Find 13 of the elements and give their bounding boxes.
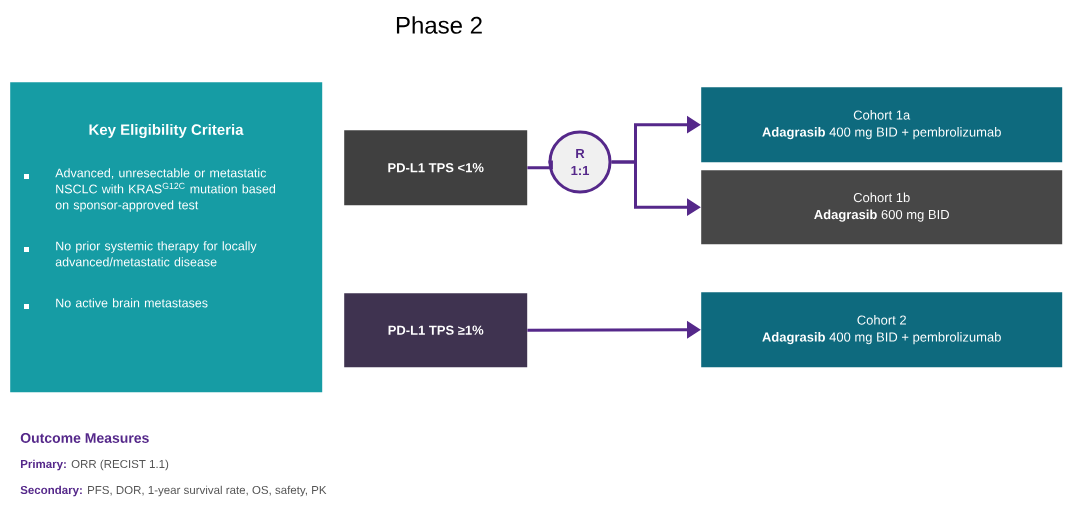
cohort-box: Cohort 1a Adagrasib 400 mg BID + pembrolizumab <box>701 87 1063 163</box>
outcome-text: Primary: ORR (RECIST 1.1) <box>21 459 169 471</box>
panel-heading: Key Eligibility Criteria <box>89 123 244 138</box>
cohort-box: Cohort 2 Adagrasib 400 mg BID + pembrolizumab <box>701 292 1063 368</box>
section-heading: Outcome Measures <box>20 433 149 443</box>
bullet-text: No active brain metastases <box>56 298 208 308</box>
group-box: PD-L1 TPS ≥1% <box>344 293 528 368</box>
cohort-box: Cohort 1b Adagrasib 600 mg BID <box>701 170 1063 245</box>
bullet-text: Advanced, unresectable or metastatic NSCLC with KRAS$^{G12C}$ mutation based on sponsor-approved test <box>55 168 276 212</box>
outcome-text: Secondary: PFS, DOR, 1-year survival rate, OS, safety, PK <box>20 485 327 497</box>
bullet-text: No prior systemic therapy for locally advanced/metastatic disease <box>55 241 257 267</box>
title: Phase 2 <box>396 16 482 34</box>
group-box: PD-L1 TPS <1% <box>344 130 528 206</box>
